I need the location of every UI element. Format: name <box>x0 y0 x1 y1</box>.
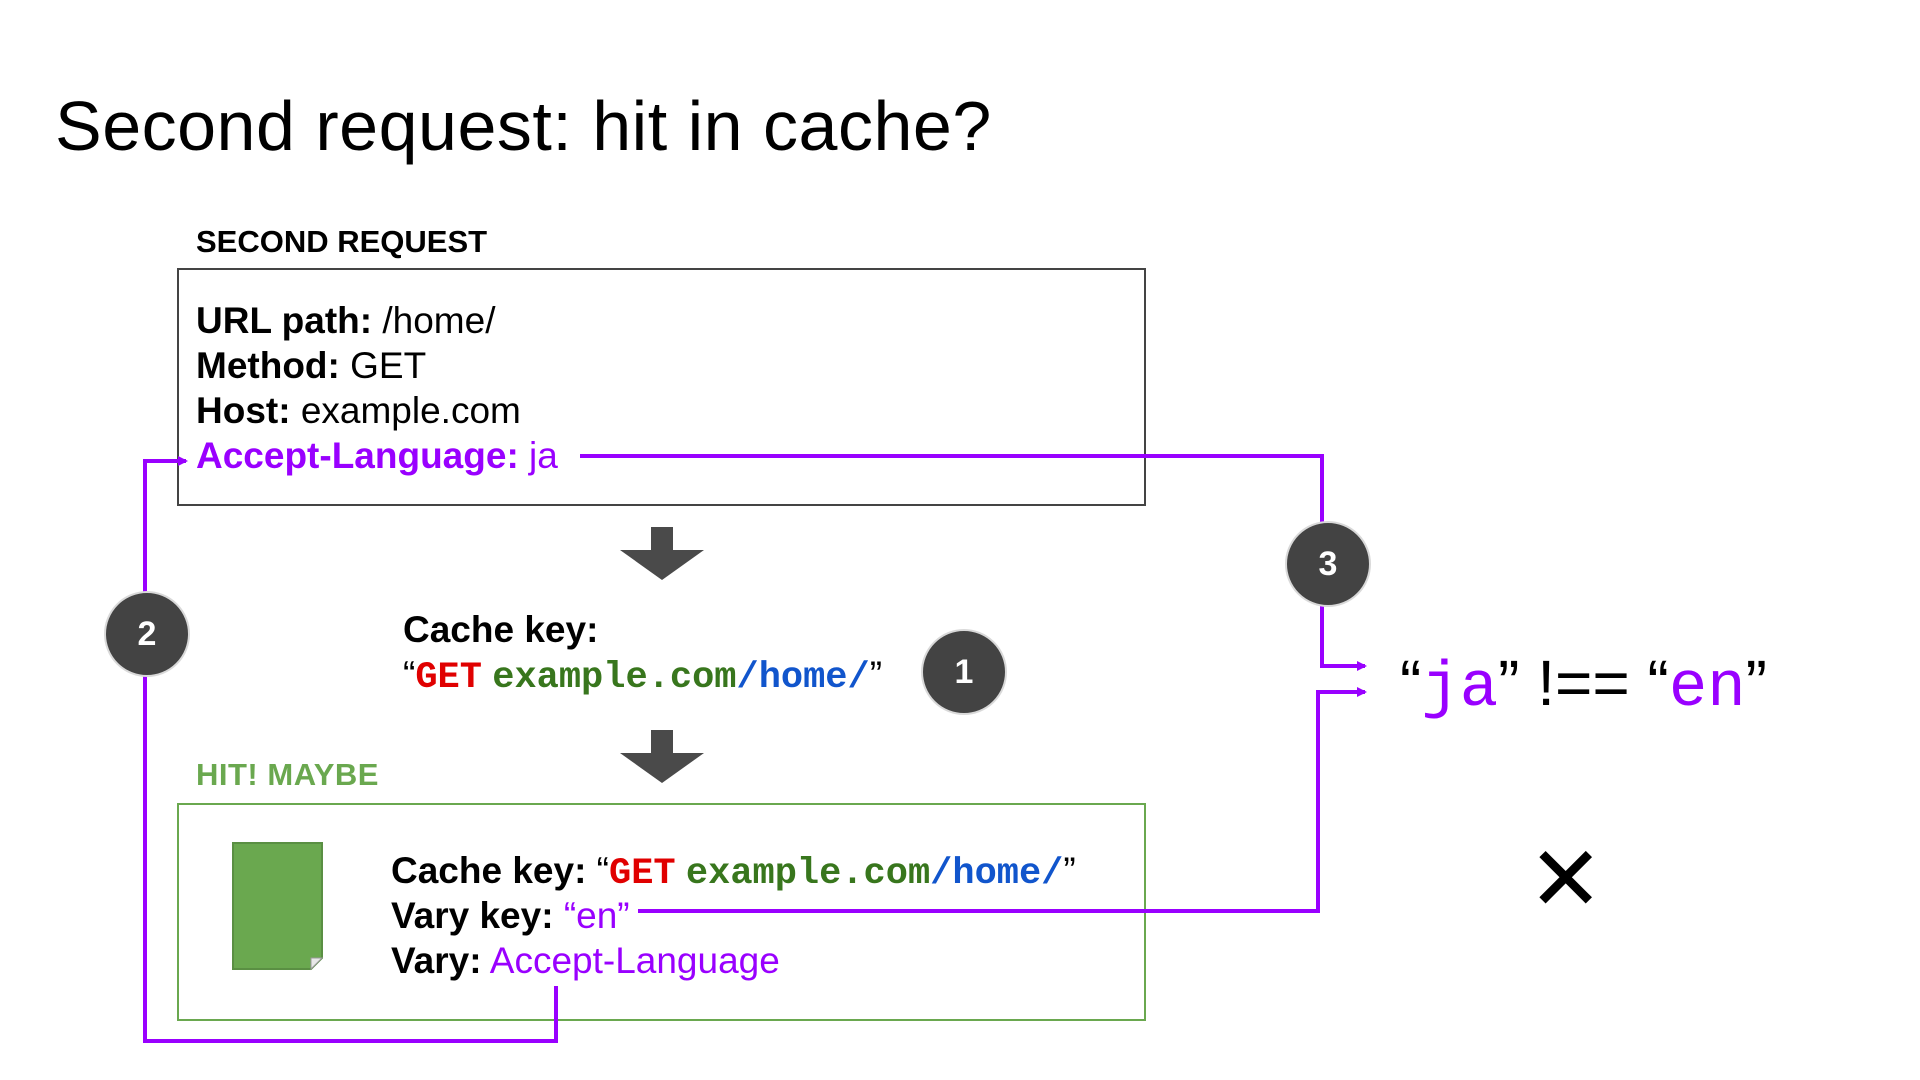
accept-language-value: ja <box>529 435 558 476</box>
arrow-path-2 <box>143 456 558 1043</box>
comparison-right-value: en <box>1668 653 1746 725</box>
comparison-operator: !== <box>1519 647 1648 719</box>
hit-open-quote: “ <box>596 850 609 891</box>
comparison-left-close: ” <box>1498 647 1520 719</box>
hit-method: GET <box>609 853 676 895</box>
vary-value: Accept-Language <box>489 940 780 981</box>
method-value: GET <box>350 345 427 386</box>
hit-host: example.com <box>685 853 931 895</box>
step-badge-3: 3 <box>1285 521 1371 607</box>
accept-language-colon: : <box>506 435 519 476</box>
hit-maybe-heading: HIT! MAYBE <box>196 757 379 792</box>
comparison-right-open: “ <box>1647 647 1669 719</box>
method-line: Method: GET <box>196 343 426 388</box>
hit-cache-key-label: Cache key: <box>391 850 587 891</box>
vary-key-label: Vary key: <box>391 895 554 936</box>
cache-key-open-quote: “ <box>403 654 416 695</box>
cache-key-value: “GET example.com/home/” <box>403 652 882 701</box>
cached-document-icon <box>232 842 324 971</box>
step-badge-2: 2 <box>104 591 190 677</box>
second-request-box <box>177 268 1146 506</box>
vary-key-line: Vary key: “en” <box>391 893 630 938</box>
second-request-heading: SECOND REQUEST <box>196 224 488 259</box>
cache-key-close-quote: ” <box>869 654 883 695</box>
cache-key-label: Cache key: <box>403 607 598 652</box>
hit-close-quote: ” <box>1063 850 1076 891</box>
host-line: Host: example.com <box>196 388 521 433</box>
url-path-value: /home/ <box>382 300 496 341</box>
down-arrow-icon-1 <box>620 527 704 580</box>
host-value: example.com <box>300 390 521 431</box>
vary-line: Vary: Accept-Language <box>391 938 780 983</box>
hit-path: /home/ <box>930 853 1064 895</box>
cache-key-label-text: Cache key: <box>403 609 599 650</box>
comparison-right-close: ” <box>1745 647 1767 719</box>
cache-key-host: example.com <box>492 657 737 699</box>
hit-cache-key-line: Cache key: “GET example.com/home/” <box>391 848 1076 897</box>
method-colon: : <box>327 345 340 386</box>
method-label: Method <box>196 345 328 386</box>
url-path-label: URL path: <box>196 300 373 341</box>
page-title: Second request: hit in cache? <box>55 87 992 165</box>
vary-key-value: “en” <box>563 895 630 936</box>
accept-language-label: Accept-Language <box>196 435 507 476</box>
comparison-left-value: ja <box>1421 653 1499 725</box>
url-path-line: URL path: /home/ <box>196 298 495 343</box>
comparison-left-open: “ <box>1400 647 1422 719</box>
cache-key-path: /home/ <box>736 657 870 699</box>
arrow-path-3b <box>638 687 1367 913</box>
vary-label: Vary: <box>391 940 482 981</box>
mismatch-x-icon: ✕ <box>1528 830 1604 930</box>
host-label: Host: <box>196 390 291 431</box>
step-badge-1: 1 <box>921 629 1007 715</box>
down-arrow-icon-2 <box>620 730 704 783</box>
cache-key-method: GET <box>415 657 482 699</box>
accept-language-line: Accept-Language: ja <box>196 433 558 478</box>
comparison-text: “ja” !== “en” <box>1400 648 1767 724</box>
